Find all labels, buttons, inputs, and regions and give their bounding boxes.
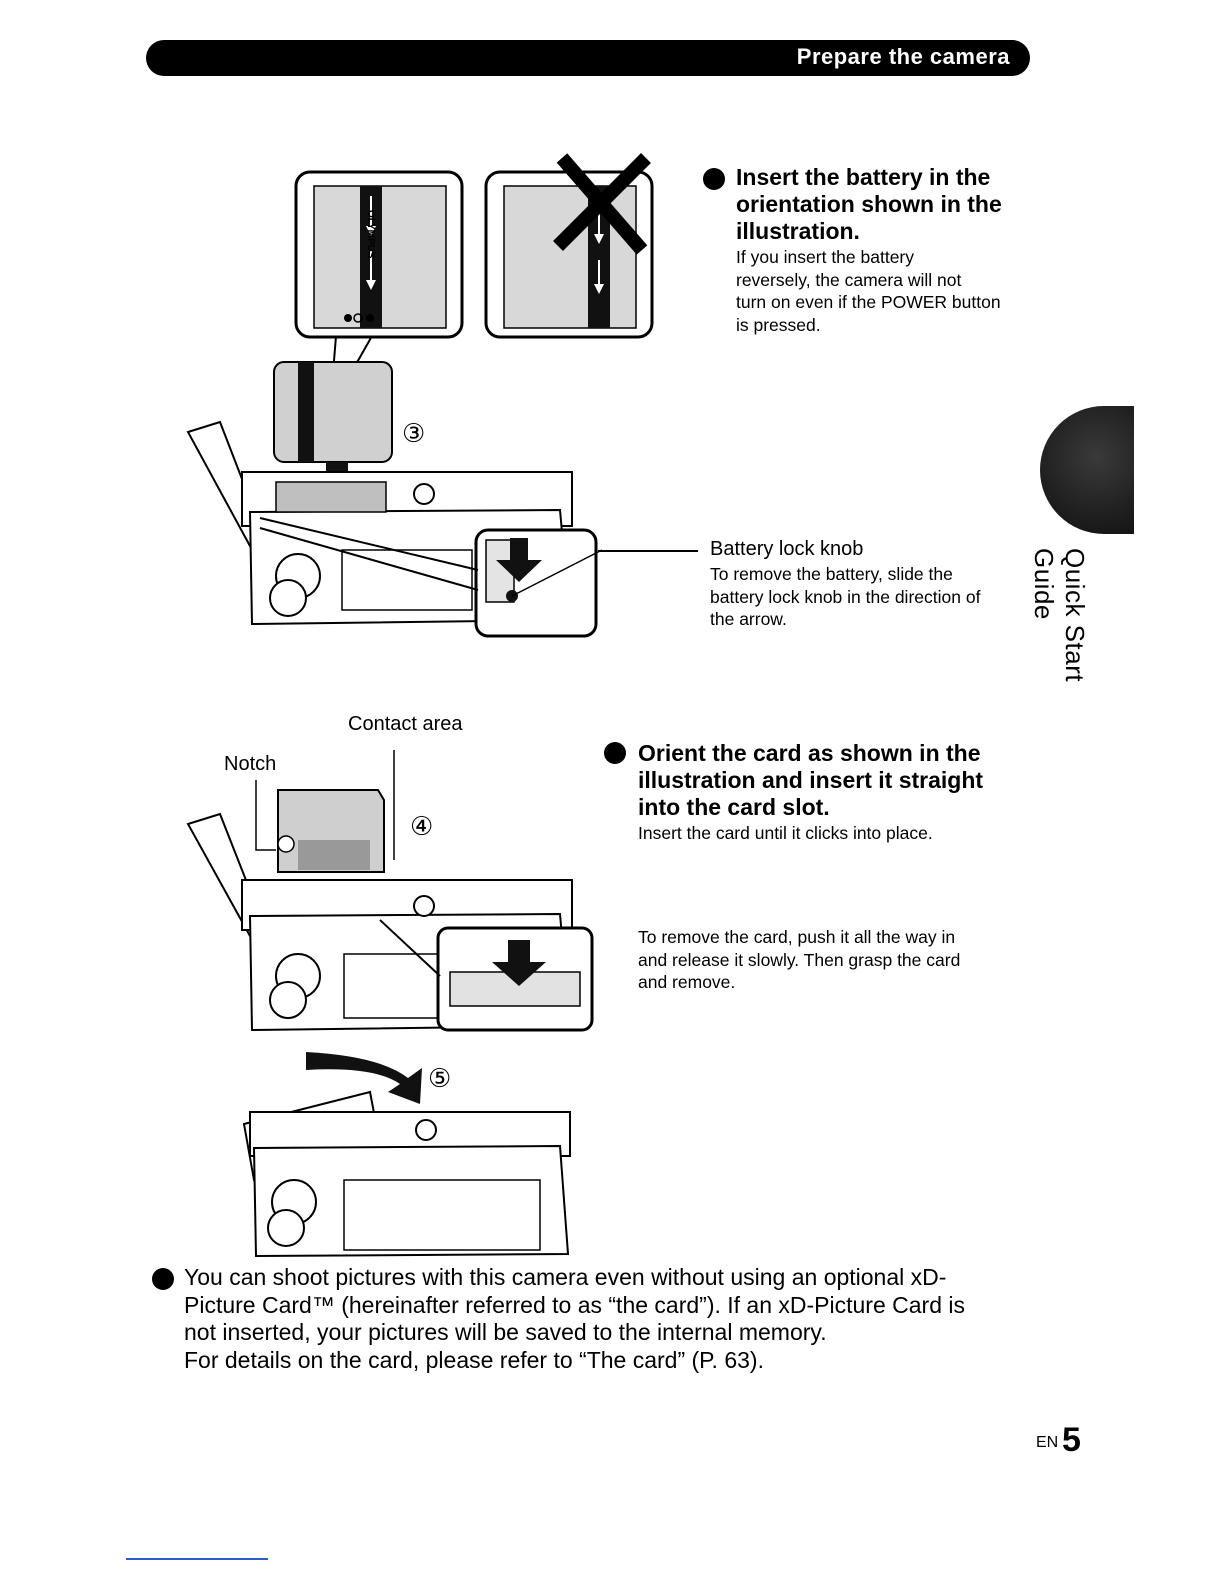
chapter-tab-marker — [1040, 406, 1134, 534]
chapter-tab-label: Quick Start Guide — [1029, 548, 1090, 683]
card-step-body: Insert the card until it clicks into pla… — [638, 823, 933, 843]
battery-wrong-inset — [484, 170, 654, 339]
page-number: 5 — [1062, 1421, 1081, 1459]
battery-lock-title: Battery lock knob — [710, 538, 864, 560]
card-step-bullet — [604, 742, 626, 764]
card-slot-zoom-inset — [379, 919, 594, 1032]
battery-lock-body: To remove the battery, slide the battery… — [710, 564, 981, 629]
contact-area-label: Contact area — [348, 713, 463, 735]
battery-step-heading: Insert the battery in the orientation sh… — [736, 164, 1002, 244]
lock-knob-leader — [598, 550, 698, 552]
battery-body — [273, 361, 393, 463]
note-bullet — [152, 1268, 174, 1290]
battery-brand-text: OLYMPUS — [365, 210, 376, 259]
step-5-marker: ⑤ — [428, 1063, 452, 1093]
bottom-rule — [126, 1558, 268, 1560]
step-3-marker: ③ — [402, 418, 426, 448]
card-step-heading: Orient the card as shown in the illustra… — [638, 740, 984, 820]
wrong-cross-mark — [553, 153, 651, 255]
section-title: Prepare the camera — [796, 44, 1010, 69]
battery-insertion-illustration: OLYMPUS — [186, 153, 654, 638]
battery-step-body: If you insert the battery reversely, the… — [736, 247, 1001, 335]
xd-card — [277, 789, 385, 873]
lock-knob-leader-line — [511, 549, 603, 597]
close-direction-arrow — [306, 1052, 422, 1104]
internal-memory-note: You can shoot pictures with this camera … — [184, 1264, 966, 1373]
card-remove-body: To remove the card, push it all the way … — [638, 927, 961, 992]
section-header-bar: Prepare the camera — [146, 40, 1030, 76]
step-4-marker: ④ — [410, 811, 434, 841]
battery-step-bullet — [703, 168, 725, 190]
close-cover-illustration — [242, 1052, 571, 1258]
language-code: EN — [1036, 1434, 1059, 1451]
notch-label: Notch — [224, 753, 277, 775]
card-insertion-illustration — [186, 750, 594, 1032]
battery-correct-inset — [294, 170, 464, 339]
